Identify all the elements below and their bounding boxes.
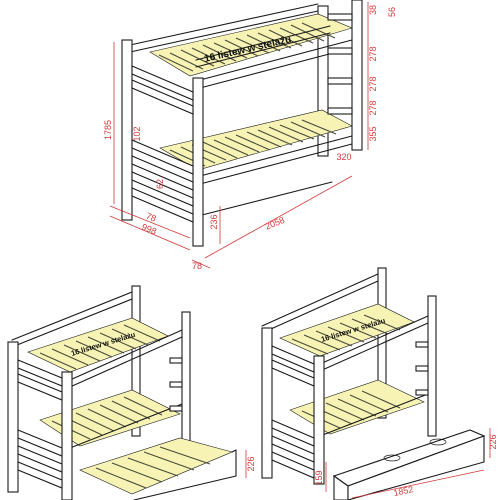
bl-ladder: [169, 357, 183, 412]
front-right-post: [192, 77, 204, 247]
bl-back-post: [131, 285, 141, 437]
end-panel-rails: [131, 65, 194, 223]
bl-front-left-post: [7, 341, 19, 493]
svg-text:1785: 1785: [103, 120, 113, 140]
bottom-right-bed-drawing: 16 listew w stelażu 159 226 1852: [261, 267, 498, 500]
svg-text:56: 56: [387, 7, 397, 17]
top-bed-drawing: 16 listew w stelażu 1785 2058 78 998 78 …: [103, 0, 397, 271]
svg-text:38: 38: [368, 5, 378, 15]
front-left-post: [121, 39, 133, 221]
ladder: [327, 13, 353, 115]
br-front-left-post: [261, 327, 273, 479]
svg-text:2058: 2058: [264, 215, 286, 232]
svg-text:278: 278: [368, 76, 378, 91]
svg-text:236: 236: [209, 214, 219, 229]
br-ladder: [415, 341, 429, 396]
guard-rail: [195, 25, 331, 61]
svg-text:78: 78: [145, 211, 158, 224]
svg-text:78: 78: [192, 261, 202, 271]
top-rail-back: [129, 3, 319, 46]
bottom-rail-front: [199, 135, 353, 177]
svg-text:320: 320: [336, 152, 351, 162]
bl-front-right-post: [61, 371, 73, 500]
br-ladder-post: [427, 295, 437, 437]
bl-pullout-dim: 226: [246, 456, 256, 471]
br-drawer-h-right: 226: [488, 434, 498, 449]
bl-pullout-bed: [79, 437, 233, 495]
svg-text:355: 355: [368, 126, 378, 141]
br-front-right-post: [313, 355, 325, 485]
svg-text:278: 278: [368, 100, 378, 115]
br-drawer-h-left: 159: [314, 470, 324, 485]
br-drawer: [332, 429, 486, 500]
svg-text:62: 62: [155, 179, 165, 189]
br-drawer-w: 1852: [393, 484, 415, 498]
ladder-post: [351, 0, 363, 151]
svg-text:102: 102: [132, 126, 142, 141]
top-dimensions: 1785 2058 78 998 78 236 38 56 278 278 27…: [103, 2, 397, 271]
svg-text:278: 278: [368, 46, 378, 61]
top-rail-front: [199, 39, 353, 81]
bottom-left-bed-drawing: 16 listew w stelażu 226: [7, 285, 256, 500]
